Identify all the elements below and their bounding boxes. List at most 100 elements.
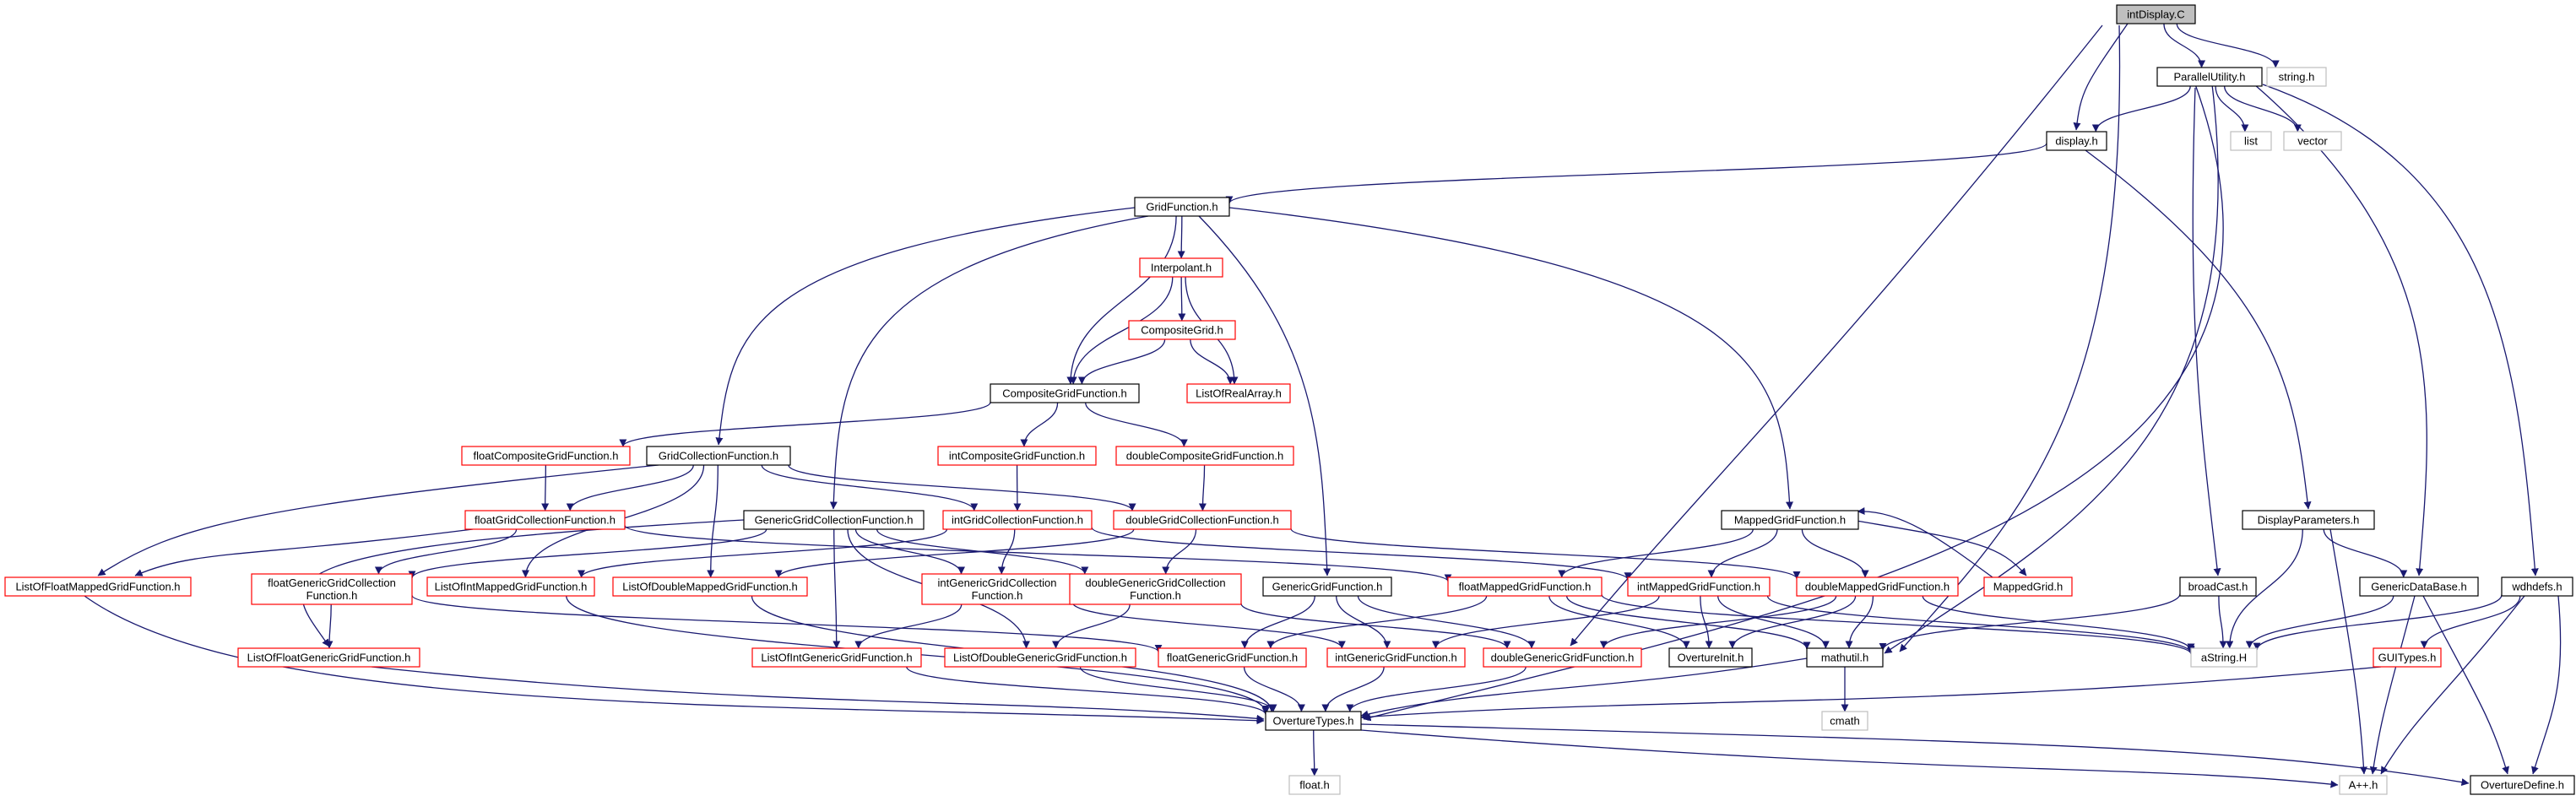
node-displayh[interactable]: display.h xyxy=(2046,131,2107,151)
node-vectorh[interactable]: vector xyxy=(2283,131,2342,151)
edge-GenericDataBase-to-Appph xyxy=(2369,595,2416,775)
node-cmath[interactable]: cmath xyxy=(1821,711,1868,731)
node-doubleGenericGridFunction[interactable]: doubleGenericGridFunction.h xyxy=(1483,647,1642,668)
node-box xyxy=(1326,647,1466,668)
node-intGridCollectionFunction[interactable]: intGridCollectionFunction.h xyxy=(942,510,1093,530)
node-ParallelUtility[interactable]: ParallelUtility.h xyxy=(2156,67,2263,87)
node-floath[interactable]: float.h xyxy=(1288,775,1341,795)
node-ListOfDoubleGenericGridFunction[interactable]: ListOfDoubleGenericGridFunction.h xyxy=(944,647,1136,668)
node-box xyxy=(464,510,626,530)
node-ListOfIntGenericGridFunction[interactable]: ListOfIntGenericGridFunction.h xyxy=(751,647,922,668)
edge-ParallelUtility-to-GenericDataBase xyxy=(2253,84,2427,576)
node-GenericGridCollectionFunction[interactable]: GenericGridCollectionFunction.h xyxy=(743,510,925,530)
node-intDisplay[interactable]: intDisplay.C xyxy=(2116,4,2196,24)
edge-intMappedGridFunction-to-intGenericGridFunction xyxy=(1432,595,1660,649)
node-GenericDataBase[interactable]: GenericDataBase.h xyxy=(2359,576,2479,597)
node-aString[interactable]: aString.H xyxy=(2190,647,2258,668)
node-box xyxy=(1288,775,1341,795)
node-label: display.h xyxy=(2055,135,2097,148)
node-Interpolant[interactable]: Interpolant.h xyxy=(1139,257,1223,278)
edge-floatMappedGridFunction-to-aString xyxy=(1601,593,2195,655)
node-ListOfFloatMappedGridFunction[interactable]: ListOfFloatMappedGridFunction.h xyxy=(4,576,192,597)
node-GridCollectionFunction[interactable]: GridCollectionFunction.h xyxy=(646,446,791,466)
edge-floatGenericGridFunction-to-OvertureTypes xyxy=(1243,666,1305,712)
node-GenericGridFunction[interactable]: GenericGridFunction.h xyxy=(1262,576,1392,597)
node-intMappedGridFunction[interactable]: intMappedGridFunction.h xyxy=(1627,576,1771,597)
node-intGenericGridFunction[interactable]: intGenericGridFunction.h xyxy=(1326,647,1466,668)
edge-GenericGridCollectionFunction-to-floatGenericGridCollectionFunction xyxy=(408,528,767,579)
edge-GenericGridFunction-to-floatGenericGridFunction xyxy=(1240,595,1315,649)
node-floatGenericGridFunction[interactable]: floatGenericGridFunction.h xyxy=(1158,647,1307,668)
node-doubleCompositeGridFunction[interactable]: doubleCompositeGridFunction.h xyxy=(1115,446,1294,466)
edge-GridFunction-to-GenericGridFunction xyxy=(1198,215,1331,576)
node-broadCast[interactable]: broadCast.h xyxy=(2179,576,2257,597)
edge-wdhdefs-to-aString xyxy=(2253,594,2503,651)
edge-Interpolant-to-CompositeGridFunction xyxy=(1069,276,1174,385)
edge-GridFunction-to-CompositeGridFunction xyxy=(1066,215,1177,385)
edge-GenericGridFunction-to-doubleGenericGridFunction xyxy=(1357,595,1536,649)
edge-intDisplay-to-doubleGenericGridFunction xyxy=(1570,24,2103,647)
node-floatMappedGridFunction[interactable]: floatMappedGridFunction.h xyxy=(1447,576,1603,597)
edge-ListOfIntGenericGridFunction-to-OvertureTypes xyxy=(906,666,1270,715)
node-stringh[interactable]: string.h xyxy=(2266,67,2327,87)
edge-wdhdefs-to-GUITypes xyxy=(2420,595,2521,649)
node-label: ListOfDoubleGenericGridFunction.h xyxy=(953,652,1127,664)
edge-doubleMappedGridFunction-to-mathutil xyxy=(1845,595,1874,649)
edge-intDisplay-to-displayh xyxy=(2073,23,2129,131)
node-OvertureInit[interactable]: OvertureInit.h xyxy=(1668,647,1753,668)
node-CompositeGrid[interactable]: CompositeGrid.h xyxy=(1128,320,1236,340)
node-label: CompositeGridFunction.h xyxy=(1002,387,1126,400)
node-box xyxy=(1668,647,1753,668)
edge-doubleMappedGridFunction-to-aString xyxy=(1922,595,2195,652)
node-box xyxy=(4,576,192,597)
node-label: doubleGridCollectionFunction.h xyxy=(1125,514,1278,527)
edge-doubleMappedGridFunction-to-OvertureInit xyxy=(1728,595,1857,649)
node-floatCompositeGridFunction[interactable]: floatCompositeGridFunction.h xyxy=(461,446,631,466)
node-DisplayParameters[interactable]: DisplayParameters.h xyxy=(2242,510,2375,530)
node-mathutil[interactable]: mathutil.h xyxy=(1806,647,1884,668)
node-GUITypes[interactable]: GUITypes.h xyxy=(2373,647,2442,668)
node-box xyxy=(2266,67,2327,87)
node-OvertureDefine[interactable]: OvertureDefine.h xyxy=(2470,775,2575,795)
node-MappedGridFunction[interactable]: MappedGridFunction.h xyxy=(1721,510,1859,530)
node-label: DisplayParameters.h xyxy=(2258,514,2360,527)
node-floatGridCollectionFunction[interactable]: floatGridCollectionFunction.h xyxy=(464,510,626,530)
edge-GenericGridFunction-to-intGenericGridFunction xyxy=(1336,595,1391,649)
node-MappedGrid[interactable]: MappedGrid.h xyxy=(1983,576,2073,597)
edge-GenericGridCollectionFunction-to-doubleGenericGridCollectionFunction xyxy=(876,528,1089,575)
node-OvertureTypes[interactable]: OvertureTypes.h xyxy=(1265,711,1362,731)
node-label: doubleGenericGridFunction.h xyxy=(1491,652,1635,664)
edge-ParallelUtility-to-broadCast xyxy=(2192,87,2221,576)
node-box xyxy=(944,647,1136,668)
node-ListOfFloatGenericGridFunction[interactable]: ListOfFloatGenericGridFunction.h xyxy=(237,647,420,668)
node-label: floatCompositeGridFunction.h xyxy=(474,450,619,463)
node-intCompositeGridFunction[interactable]: intCompositeGridFunction.h xyxy=(937,446,1097,466)
node-box xyxy=(2359,576,2479,597)
node-label: floatGridCollectionFunction.h xyxy=(475,514,616,527)
edge-ListOfFloatGenericGridFunction-to-OvertureTypes xyxy=(371,666,1265,723)
node-label: list xyxy=(2244,135,2258,148)
edge-GenericGridCollectionFunction-to-intGenericGridCollectionFunction xyxy=(854,528,965,575)
node-Appph[interactable]: A++.h xyxy=(2339,775,2388,795)
edge-doubleMappedGridFunction-to-doubleGenericGridFunction xyxy=(1599,595,1837,649)
node-doubleGridCollectionFunction[interactable]: doubleGridCollectionFunction.h xyxy=(1113,510,1292,530)
node-box xyxy=(237,647,420,668)
node-box xyxy=(1265,711,1362,731)
edge-floatGridCollectionFunction-to-floatMappedGridFunction xyxy=(624,524,1452,582)
node-label: MappedGrid.h xyxy=(1993,581,2063,593)
node-wdhdefs[interactable]: wdhdefs.h xyxy=(2501,576,2573,597)
node-ListOfIntMappedGridFunction[interactable]: ListOfIntMappedGridFunction.h xyxy=(426,576,595,597)
node-label: OvertureInit.h xyxy=(1678,652,1744,664)
node-label: ListOfIntGenericGridFunction.h xyxy=(761,652,912,664)
node-doubleMappedGridFunction[interactable]: doubleMappedGridFunction.h xyxy=(1796,576,1959,597)
node-listh[interactable]: list xyxy=(2230,131,2272,151)
node-ListOfDoubleMappedGridFunction[interactable]: ListOfDoubleMappedGridFunction.h xyxy=(612,576,808,597)
node-GridFunction[interactable]: GridFunction.h xyxy=(1134,197,1230,217)
node-CompositeGridFunction[interactable]: CompositeGridFunction.h xyxy=(990,383,1140,403)
node-label: ListOfIntMappedGridFunction.h xyxy=(435,581,588,593)
edge-GridFunction-to-Interpolant xyxy=(1177,215,1185,259)
node-ListOfRealArray[interactable]: ListOfRealArray.h xyxy=(1186,383,1291,403)
